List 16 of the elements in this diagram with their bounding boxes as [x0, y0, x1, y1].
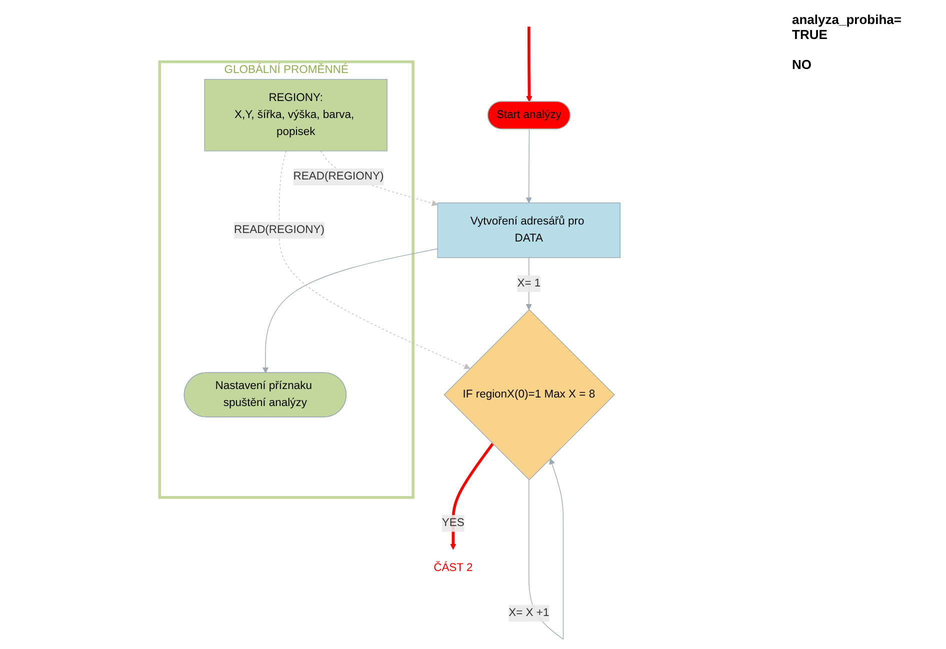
note-label: analyza_probiha= TRUE — [792, 12, 902, 42]
node-box: REGIONY: X,Y, šířka, výška, barva, popisek — [204, 79, 388, 152]
edge-label: READ(REGIONY) — [293, 170, 384, 183]
node-text: ČÁST 2 — [434, 562, 473, 574]
arrow — [450, 442, 494, 550]
arrow — [526, 257, 532, 310]
arrow — [526, 26, 532, 102]
node-diamond: IF regionX(0)=1 Max X = 8 — [444, 309, 615, 480]
edge-label: READ(REGIONY) — [234, 224, 325, 236]
arrow — [526, 128, 532, 204]
node-box: Vytvoření adresářů pro DATA — [437, 202, 621, 258]
arrow — [262, 248, 438, 374]
note-label: NO — [792, 57, 812, 72]
edge-label: X= 1 — [517, 277, 541, 290]
edge-label: YES — [442, 517, 464, 530]
edge-label: X= X +1 — [508, 606, 550, 619]
